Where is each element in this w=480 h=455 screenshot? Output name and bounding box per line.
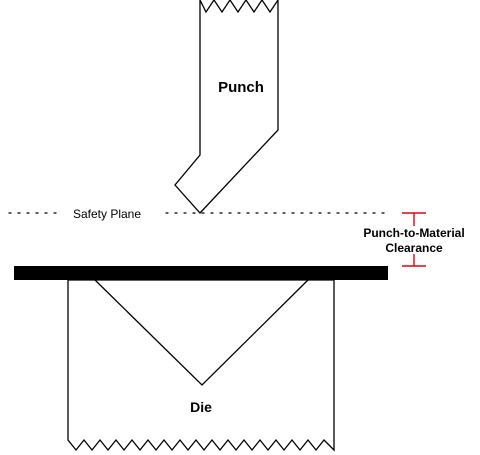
safety-plane-label: Safety Plane xyxy=(73,207,141,221)
punch-shape xyxy=(174,0,279,214)
die-v-groove xyxy=(94,279,309,386)
clearance-label-line2: Clearance xyxy=(385,241,443,255)
clearance-label-line1: Punch-to-Material xyxy=(363,226,464,240)
material-sheet xyxy=(14,266,388,280)
die-shape xyxy=(67,279,335,452)
punch-label: Punch xyxy=(218,79,264,96)
clearance-dimension xyxy=(402,212,426,267)
material-label: Material xyxy=(178,266,223,280)
die-label: Die xyxy=(190,399,212,415)
